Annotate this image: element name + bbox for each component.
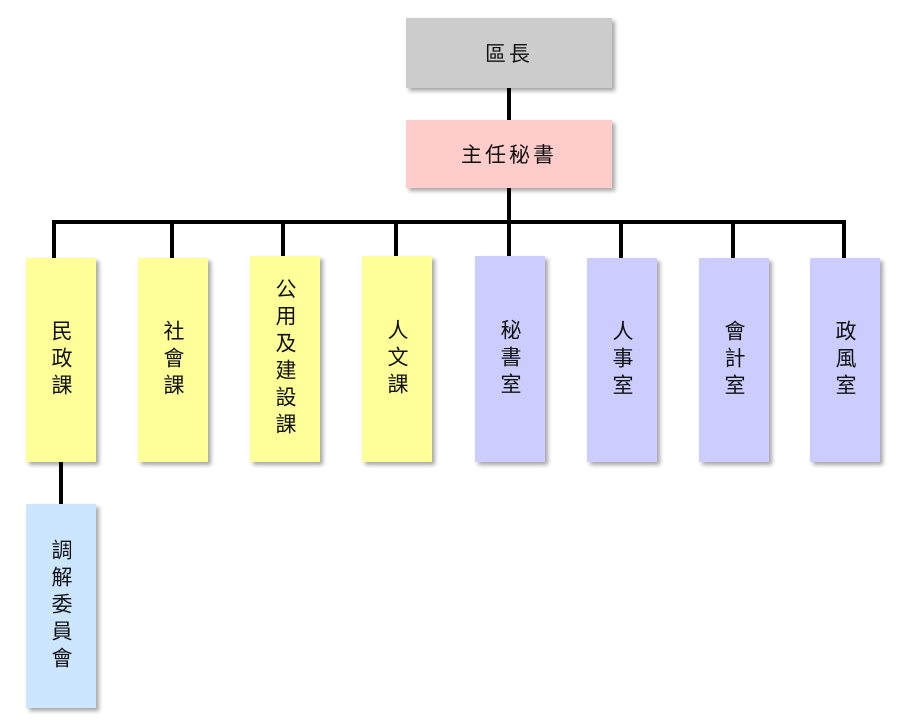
unit-box-personnel: 人事室 — [587, 258, 657, 462]
connector-unit-5 — [507, 220, 511, 256]
unit-box-ethics: 政風室 — [810, 258, 880, 462]
connector-unit-7 — [731, 220, 735, 258]
unit-box-accounting: 會計室 — [699, 258, 769, 462]
connector-secretary-bus — [507, 188, 511, 222]
unit-label: 會計室 — [722, 319, 746, 401]
unit-label: 社會課 — [161, 319, 185, 401]
unit-label: 人文課 — [385, 318, 409, 400]
connector-unit-2 — [170, 220, 174, 258]
unit-label: 民政課 — [49, 319, 73, 401]
head-box: 區長 — [406, 18, 612, 88]
unit-label: 政風室 — [833, 319, 857, 401]
subunit-box-mediation: 調解委員會 — [26, 504, 96, 708]
connector-subunit — [59, 462, 63, 504]
unit-box-public-works: 公用及建設課 — [250, 256, 320, 462]
secretary-general-label: 主任秘書 — [461, 143, 557, 167]
unit-box-secretariat: 秘書室 — [475, 256, 545, 462]
connector-unit-1 — [52, 220, 56, 258]
secretary-general-box: 主任秘書 — [406, 120, 612, 188]
connector-head-secretary — [507, 88, 511, 120]
unit-label: 人事室 — [610, 319, 634, 401]
unit-box-civil-affairs: 民政課 — [26, 258, 96, 462]
unit-box-humanities: 人文課 — [362, 256, 432, 462]
connector-horizontal-bus — [52, 220, 846, 224]
connector-unit-3 — [281, 220, 285, 256]
connector-unit-8 — [842, 220, 846, 258]
unit-label: 公用及建設課 — [273, 278, 297, 440]
unit-label: 秘書室 — [498, 318, 522, 400]
unit-box-social: 社會課 — [138, 258, 208, 462]
subunit-label: 調解委員會 — [49, 538, 73, 674]
connector-unit-4 — [394, 220, 398, 256]
connector-unit-6 — [619, 220, 623, 258]
head-label: 區長 — [485, 42, 533, 66]
